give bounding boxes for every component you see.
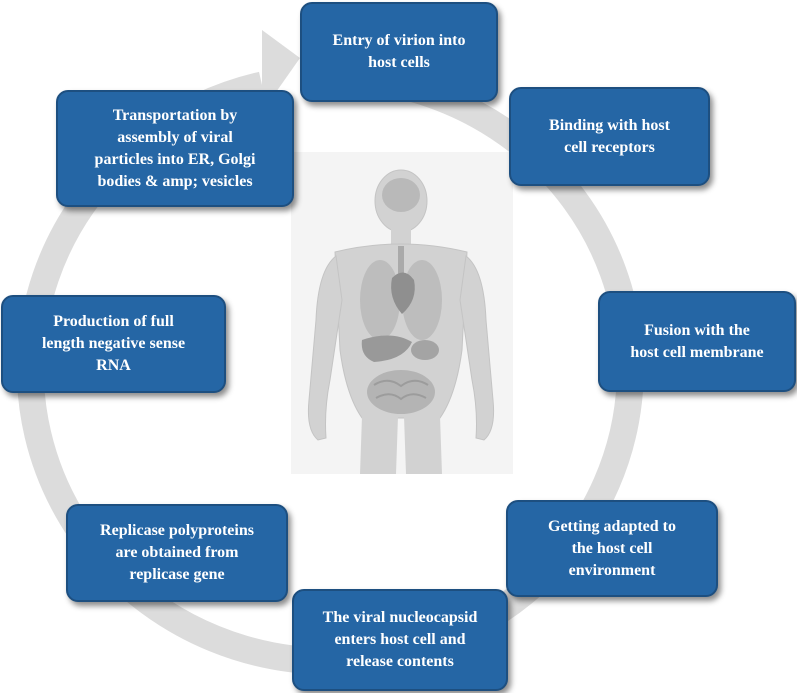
step-binding-box: Binding with host cell receptors <box>509 87 710 186</box>
step-transportation-label: Transportation by assembly of viral part… <box>94 106 256 190</box>
step-nucleocapsid-label: The viral nucleocapsid enters host cell … <box>322 609 478 670</box>
step-replicase-label: Replicase polyproteins are obtained from… <box>100 522 254 583</box>
step-adapted-box: Getting adapted to the host cell environ… <box>506 500 718 597</box>
step-fusion-label: Fusion with the host cell membrane <box>630 321 764 361</box>
step-replicase-box: Replicase polyproteins are obtained from… <box>66 504 288 602</box>
step-nucleocapsid-box: The viral nucleocapsid enters host cell … <box>292 589 508 691</box>
step-entry-box: Entry of virion into host cells <box>300 2 498 102</box>
step-entry-label: Entry of virion into host cells <box>332 32 466 71</box>
human-body-anatomy-icon <box>291 152 513 474</box>
step-production-label: Production of full length negative sense… <box>41 313 186 374</box>
step-binding-label: Binding with host cell receptors <box>549 116 670 156</box>
step-adapted-label: Getting adapted to the host cell environ… <box>548 517 676 579</box>
step-fusion-box: Fusion with the host cell membrane <box>598 291 796 392</box>
step-transportation-box: Transportation by assembly of viral part… <box>56 90 294 207</box>
step-production-box: Production of full length negative sense… <box>1 295 226 393</box>
